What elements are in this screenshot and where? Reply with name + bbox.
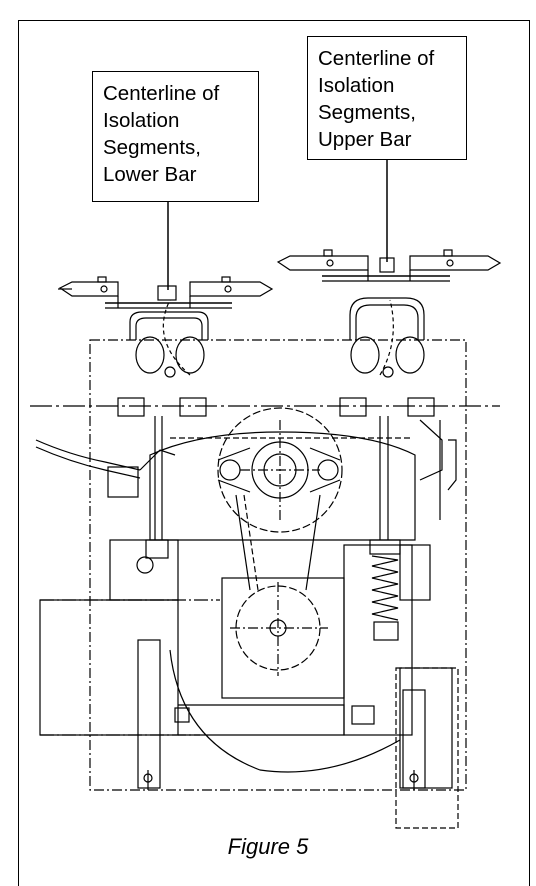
callout-upper-line-4: Upper Bar: [318, 128, 412, 151]
outer-frame-outline: [89, 339, 467, 791]
isolation-segment-upper-left: [276, 249, 369, 271]
callout-upper-line-3: Segments,: [318, 101, 416, 124]
callout-lower-line-4: Lower Bar: [103, 163, 197, 186]
callout-upper-bar: Centerline of Isolation Segments, Upper …: [307, 36, 467, 160]
isolation-segment-lower-left: [58, 276, 119, 297]
isolation-segment-upper-right: [409, 249, 502, 271]
callout-lower-bar: Centerline of Isolation Segments, Lower …: [92, 71, 259, 202]
figure-frame: [18, 20, 530, 886]
drive-wheel-outline: [217, 407, 343, 533]
spring-upper-bar: [369, 539, 401, 641]
callout-lower-line-3: Segments,: [103, 136, 201, 159]
isolation-segment-lower-right: [189, 276, 274, 297]
motor-housing: [221, 577, 345, 699]
callout-upper-line-1: Centerline of: [318, 47, 435, 70]
figure-caption: Figure 5: [227, 834, 309, 859]
callout-lower-line-2: Isolation: [103, 109, 180, 132]
callout-upper-line-2: Isolation: [318, 74, 395, 97]
callout-lower-line-1: Centerline of: [103, 82, 220, 105]
